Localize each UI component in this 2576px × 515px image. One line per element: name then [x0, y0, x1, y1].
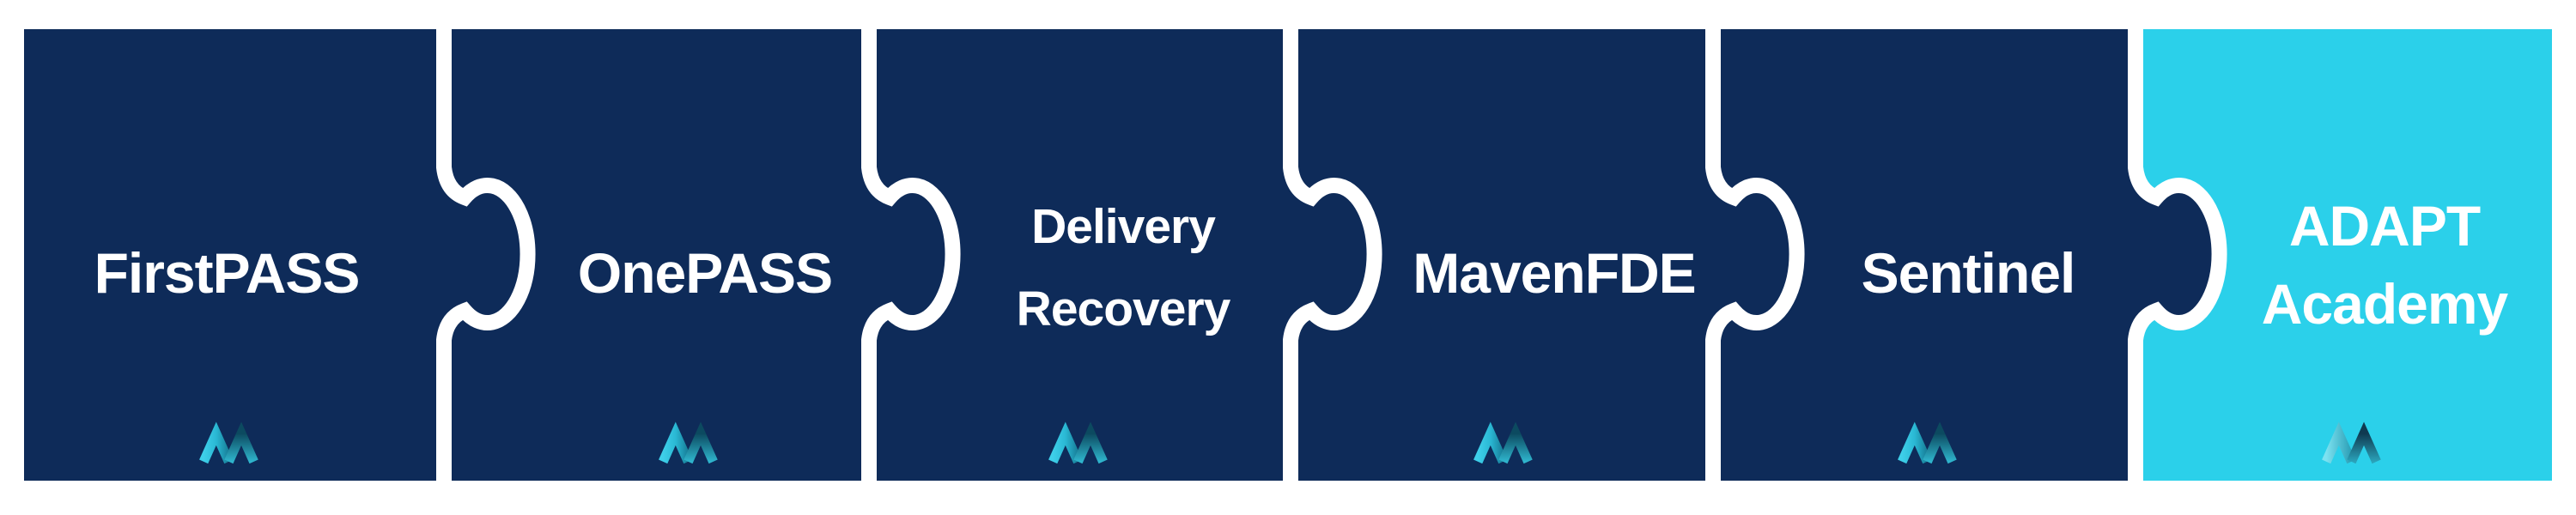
piece-delivery-recovery-label-line1: Delivery: [1031, 199, 1216, 254]
maven-m-logo: [199, 421, 258, 464]
puzzle-seam-5: [2128, 29, 2227, 481]
piece-mavenfde-label: MavenFDE: [1413, 241, 1695, 305]
puzzle-seam-3: [1283, 29, 1382, 481]
piece-onepass-label: OnePASS: [578, 241, 832, 305]
puzzle-tab-3: [1291, 167, 1375, 340]
maven-m-logo: [1048, 421, 1108, 464]
piece-firstpass[interactable]: [24, 29, 444, 481]
puzzle-seam-1: [436, 29, 536, 481]
piece-adapt-academy-label-line1: ADAPT: [2289, 194, 2481, 258]
piece-adapt-academy-label-line2: Academy: [2262, 272, 2509, 336]
puzzle-seam-4: [1705, 29, 1805, 481]
piece-delivery-recovery-label-line2: Recovery: [1017, 282, 1231, 336]
puzzle-tab-5: [2136, 167, 2220, 340]
piece-sentinel-label: Sentinel: [1862, 241, 2075, 305]
piece-firstpass-body: [24, 29, 444, 481]
puzzle-tab-4: [1713, 167, 1797, 340]
puzzle-seam-2: [861, 29, 961, 481]
maven-m-logo: [1473, 421, 1533, 464]
piece-firstpass-label: FirstPASS: [94, 241, 360, 305]
puzzle-tab-2: [869, 167, 953, 340]
maven-m-logo: [2322, 421, 2381, 464]
maven-m-logo: [1898, 421, 1957, 464]
puzzle-tab-1: [444, 167, 528, 340]
maven-m-logo: [659, 421, 718, 464]
